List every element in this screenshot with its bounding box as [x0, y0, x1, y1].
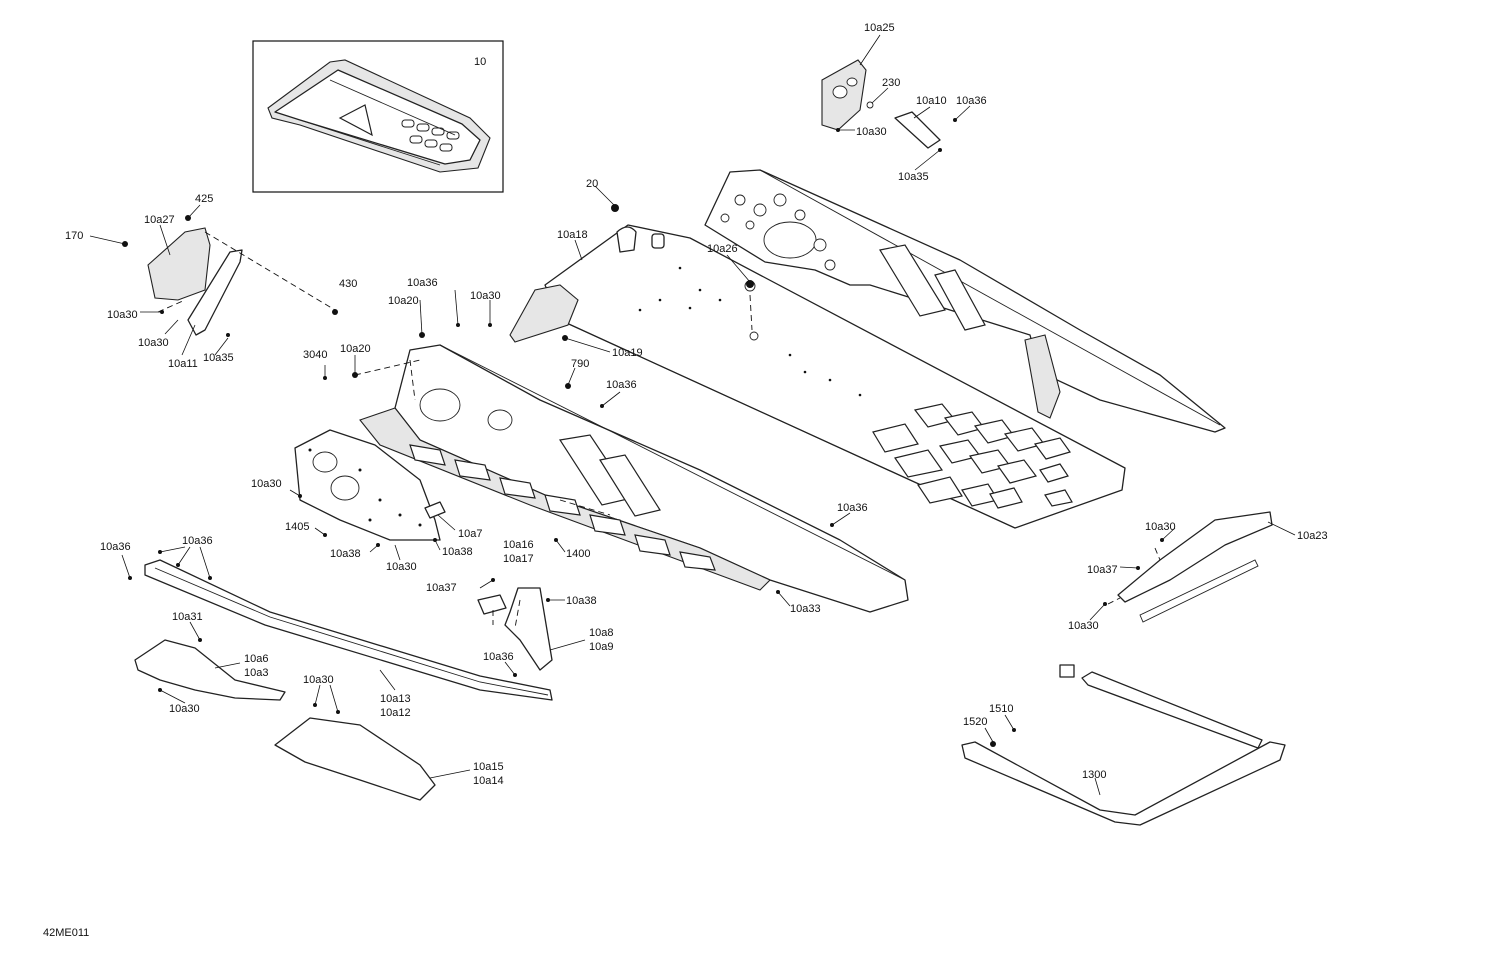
callout: 20	[586, 178, 598, 190]
callout: 10a30	[169, 703, 200, 715]
callout: 10a7	[458, 528, 482, 540]
callout: 170	[65, 230, 83, 242]
callout: 10a25	[864, 22, 895, 34]
inset-label: 10	[474, 56, 486, 68]
leader-lines	[89, 34, 1296, 796]
callout: 10a37	[426, 582, 457, 594]
callouts: 10a25 230 10a10 10a36 10a30 10a35 20 10a…	[65, 22, 1328, 787]
callout: 10a36	[837, 502, 868, 514]
callout: 10a38	[330, 548, 361, 560]
callout: 230	[882, 77, 900, 89]
callout: 10a20	[388, 295, 419, 307]
callout: 10a30	[1145, 521, 1176, 533]
callout: 10a27	[144, 214, 175, 226]
callout: 1400	[566, 548, 590, 560]
callout: 10a31	[172, 611, 203, 623]
callout: 1405	[285, 521, 309, 533]
callout: 10a13	[380, 693, 411, 705]
left-tunnel-side	[359, 344, 909, 613]
callout: 10a6	[244, 653, 268, 665]
callout: 10a36	[182, 535, 213, 547]
callout: 10a30	[107, 309, 138, 321]
callout: 10a30	[251, 478, 282, 490]
callout: 10a14	[473, 775, 504, 787]
callout: 10a20	[340, 343, 371, 355]
callout: 10a9	[589, 641, 613, 653]
callout: 10a38	[566, 595, 597, 607]
right-side-panel	[704, 169, 1226, 433]
callout: 10a17	[503, 553, 534, 565]
callout: 10a35	[898, 171, 929, 183]
callout: 10a8	[589, 627, 613, 639]
right-rail-bracket	[1117, 511, 1273, 623]
lower-left-plates	[134, 639, 436, 801]
callout: 10a36	[606, 379, 637, 391]
callout: 3040	[303, 349, 327, 361]
top-right-bracket	[821, 59, 941, 149]
callout: 1510	[989, 703, 1013, 715]
callout: 10a11	[168, 358, 198, 370]
callout: 10a30	[138, 337, 169, 349]
center-hinge	[477, 587, 553, 671]
callout: 10a12	[380, 707, 411, 719]
inset-overview: 10	[252, 40, 504, 193]
callout: 10a35	[203, 352, 234, 364]
callout: 10a36	[956, 95, 987, 107]
callout: 10a3	[244, 667, 268, 679]
callout: 10a37	[1087, 564, 1118, 576]
callout: 10a19	[612, 347, 643, 359]
callout: 10a23	[1297, 530, 1328, 542]
diagram-code: 42ME011	[43, 927, 89, 939]
tunnel-top-plate	[509, 224, 1126, 529]
callout: 430	[339, 278, 357, 290]
callout: 10a26	[707, 243, 738, 255]
callout: 10a16	[503, 539, 534, 551]
callout: 10a30	[386, 561, 417, 573]
callout: 10a30	[1068, 620, 1099, 632]
callout: 10a36	[100, 541, 131, 553]
callout: 10a36	[407, 277, 438, 289]
front-left-plate	[294, 429, 446, 541]
callout: 10a30	[303, 674, 334, 686]
callout: 10a30	[856, 126, 887, 138]
ski-runner	[961, 664, 1286, 826]
callout: 10a10	[916, 95, 947, 107]
callout: 1520	[963, 716, 987, 728]
callout: 10a15	[473, 761, 504, 773]
callout: 1300	[1082, 769, 1106, 781]
callout: 10a18	[557, 229, 588, 241]
callout: 10a38	[442, 546, 473, 558]
fasteners	[122, 118, 1164, 747]
callout: 10a36	[483, 651, 514, 663]
callout: 10a30	[470, 290, 501, 302]
left-rail	[144, 559, 553, 701]
callout: 10a33	[790, 603, 821, 615]
left-bracket	[147, 227, 243, 336]
callout: 425	[195, 193, 213, 205]
callout: 790	[571, 358, 589, 370]
